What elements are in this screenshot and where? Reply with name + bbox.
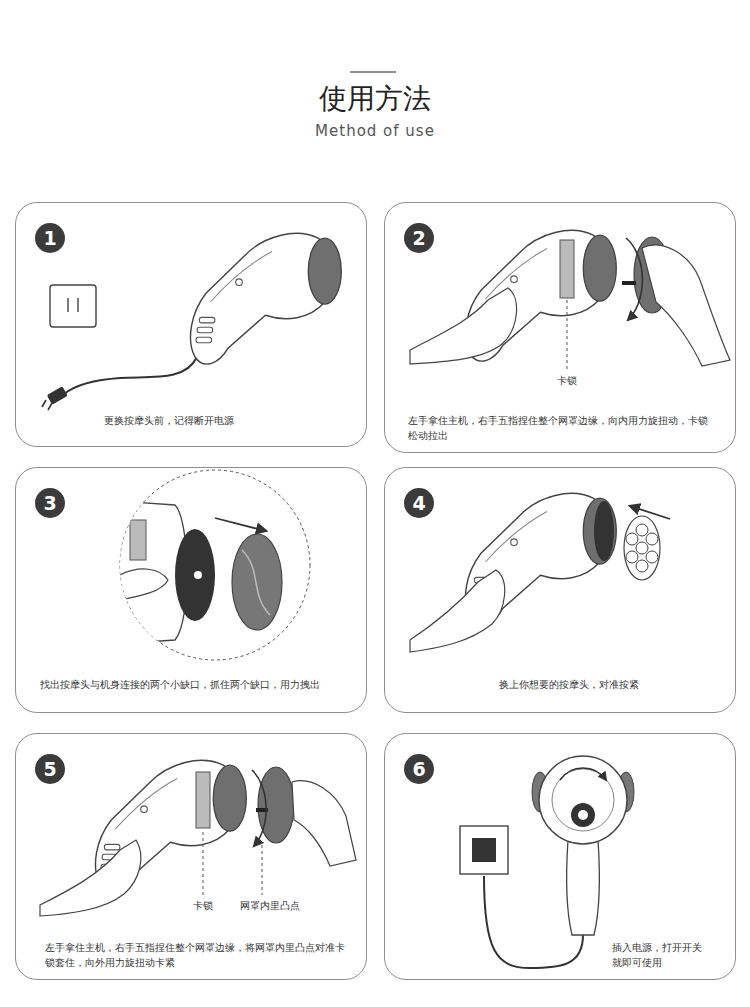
power-on-illustration-part [539, 756, 627, 844]
step-number-badge: 3 [35, 488, 65, 518]
step-panel: 左手拿住主机，右手五指捏住整个网罩边缘，向内用力旋扭动，卡锁松动拉出 2 [384, 202, 736, 453]
twist-off-illustration-part [410, 288, 517, 364]
title-rule-part [350, 71, 396, 72]
twist-on-illustration-part [203, 832, 204, 895]
instruction-text: 更换按摩头前，记得断开电源 [104, 414, 304, 429]
twist-on-illustration-part [252, 770, 266, 846]
part-label: 网罩内里凸点 [238, 899, 302, 913]
pull-out-illustration-part-part [194, 571, 202, 579]
step-panel: 插入电源，打开开关就即可使用 6 [384, 733, 736, 980]
twist-off-illustration-part [567, 300, 568, 370]
step-number-badge: 2 [404, 223, 434, 253]
attach-head-illustration-part [626, 533, 638, 545]
power-on-illustration [460, 756, 634, 968]
part-label: 卡锁 [555, 374, 579, 388]
step-panel: 更换按摩头前，记得断开电源 1 [15, 202, 367, 447]
power-on-illustration-part [560, 768, 606, 780]
attach-head-illustration-part [626, 551, 638, 563]
subtitle: Method of use [313, 122, 437, 140]
pull-out-illustration [100, 470, 310, 660]
twist-off-illustration-part [560, 240, 574, 298]
step-number: 6 [412, 760, 425, 779]
twist-off-illustration-part [626, 238, 642, 320]
instruction-text: 找出按摩头与机身连接的两个小缺口，抓住两个缺口，用力拽出 [40, 678, 362, 693]
pull-out-illustration-part-part [232, 534, 282, 630]
attach-head-illustration-part [410, 570, 505, 652]
twist-on-illustration [40, 760, 356, 916]
unplug-illustration-part [50, 285, 96, 327]
unplug-illustration-part [77, 298, 78, 312]
attach-head-illustration-part [636, 524, 648, 536]
page-title: 使用方法 [0, 82, 750, 116]
attach-head-illustration-part [636, 542, 648, 554]
unplug-illustration-part [67, 298, 68, 312]
step-number: 4 [412, 494, 425, 513]
pull-out-illustration-part-part [120, 569, 168, 600]
instruction-text: 换上你想要的按摩头，对准按紧 [499, 678, 699, 693]
power-on-illustration-part [571, 803, 595, 827]
twist-on-illustration-part [196, 772, 210, 828]
step-number-badge: 6 [404, 754, 434, 784]
step-panel: 换上你想要的按摩头，对准按紧 4 [384, 467, 736, 713]
unplug-illustration-part [42, 400, 46, 407]
pull-out-illustration-part-part [242, 550, 270, 615]
pull-out-illustration-part-part [130, 520, 146, 560]
part-label: 卡锁 [191, 899, 215, 913]
attach-head-illustration-part [646, 533, 658, 545]
twist-off-illustration-part [642, 245, 730, 366]
unplug-illustration-part [64, 357, 197, 394]
instruction-text: 左手拿住主机，右手五指捏住整个网罩边缘，将网罩内里凸点对准卡锁套住，向外用力旋扭… [45, 941, 351, 970]
twist-off-illustration-part [622, 281, 636, 285]
unplug-illustration [42, 233, 341, 410]
step-number: 3 [43, 494, 56, 513]
title-rule [350, 72, 396, 73]
step-panel: 找出按摩头与机身连接的两个小缺口，抓住两个缺口，用力拽出 3 [15, 467, 367, 713]
step-number-badge: 5 [35, 754, 65, 784]
twist-on-illustration-part [40, 840, 141, 916]
attach-head-illustration-part [630, 506, 670, 519]
attach-head-illustration-part [624, 516, 660, 580]
attach-head-illustration [410, 493, 670, 652]
step-number-badge: 1 [35, 223, 65, 253]
pull-out-illustration-part [100, 500, 282, 645]
twist-off-illustration [410, 230, 730, 370]
pull-out-illustration-part [215, 518, 266, 531]
twist-on-illustration-part [258, 767, 294, 843]
instruction-text: 插入电源，打开开关就即可使用 [612, 941, 710, 970]
power-on-illustration-part [567, 840, 599, 935]
attach-head-illustration-part [646, 551, 658, 563]
pull-out-illustration-part-part [175, 529, 215, 621]
step-number: 1 [43, 229, 56, 248]
pull-out-illustration-part-part [100, 500, 187, 645]
step-number-badge: 4 [404, 488, 434, 518]
attach-head-illustration-part [636, 560, 648, 572]
unplug-illustration-part [48, 403, 52, 410]
power-on-illustration-part [578, 810, 588, 820]
unplug-illustration-part [191, 233, 342, 364]
step-number: 2 [412, 229, 425, 248]
instruction-text: 左手拿住主机，右手五指捏住整个网罩边缘，向内用力旋扭动，卡锁松动拉出 [408, 414, 714, 443]
step-number: 5 [43, 760, 56, 779]
twist-on-illustration-part [262, 845, 263, 895]
step-panel: 左手拿住主机，右手五指捏住整个网罩边缘，将网罩内里凸点对准卡锁套住，向外用力旋扭… [15, 733, 367, 980]
power-on-illustration-part [460, 826, 508, 874]
power-on-illustration-part [472, 838, 496, 862]
twist-on-illustration-part [292, 781, 356, 866]
attach-head-illustration-part [594, 501, 614, 561]
unplug-illustration-part [47, 386, 68, 405]
